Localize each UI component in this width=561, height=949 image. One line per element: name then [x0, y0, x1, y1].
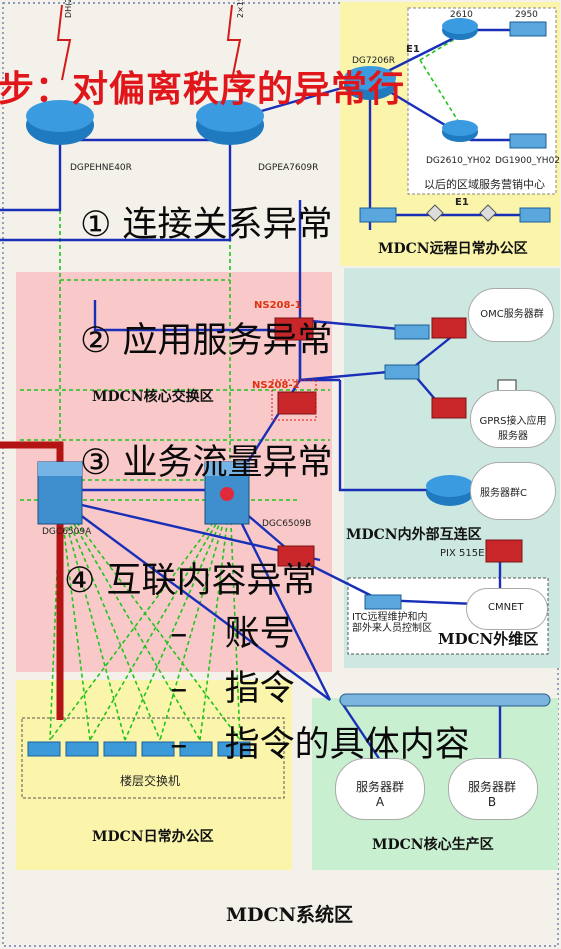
core-a-label: DGC6509A	[42, 527, 92, 537]
router-icon	[442, 120, 478, 142]
server-b-cloud	[448, 758, 538, 820]
router-left-label: DGPEHNE40R	[70, 163, 132, 173]
floor-switch-icon	[27, 741, 251, 757]
cmnet-label: CMNET	[488, 602, 524, 613]
server-c-label: 服务器群C	[480, 488, 527, 499]
bullet-2: ② 应用服务异常	[80, 312, 333, 363]
sub-bullet-dash: –	[170, 614, 188, 654]
server-a-label: 服务器群A	[356, 780, 405, 809]
pix-label: PIX 515E	[440, 548, 485, 559]
gprs-cloud	[470, 390, 556, 448]
server-a-cloud	[335, 758, 425, 820]
router-icon	[442, 18, 478, 40]
bullet-number: ③	[80, 443, 112, 483]
system-zone-label: MDCN系统区	[226, 904, 353, 926]
core-production-label: MDCN核心生产区	[372, 837, 494, 853]
bullet-3: ③ 业务流量异常	[80, 434, 333, 485]
fw1-label: NS208-1	[254, 300, 302, 311]
core-b-label: DGC6509B	[262, 519, 312, 529]
modem-icon	[426, 204, 497, 222]
bullet-number: ②	[80, 321, 112, 361]
omc-label: OMC服务器群	[480, 309, 544, 320]
dg1900-label: DG1900_YH02	[495, 156, 561, 166]
marketing-center-label: 以后的区域服务营销中心	[424, 178, 545, 191]
sub-bullet-text: 指令	[224, 669, 295, 709]
sub-bullet-dash: –	[170, 725, 188, 765]
maintenance-zone-label: MDCN外维区	[438, 630, 539, 648]
daily-office-label: MDCN日常办公区	[92, 829, 214, 845]
sub-bullet-3: – 指令的具体内容	[170, 716, 470, 767]
sub-bullet-2: – 指令	[170, 660, 295, 711]
bullet-4: ④ 互联内容异常	[64, 552, 317, 603]
cmnet-cloud	[466, 588, 548, 630]
link-left-label: DH(2×155M)	[64, 0, 73, 18]
router-top-label: DG7206R	[352, 56, 396, 66]
router-icon	[426, 475, 474, 506]
dg2610-label: DG2610_YH02	[426, 156, 492, 166]
server-b-label: 服务器群B	[468, 780, 517, 809]
sub-bullet-dash: –	[170, 669, 188, 709]
slide-title: 步：对偏离秩序的异常行	[0, 69, 406, 110]
bullet-text: 互联内容异常	[106, 561, 317, 601]
omc-cloud	[468, 288, 554, 342]
interconnect-label: MDCN内外部互连区	[346, 527, 482, 543]
maintenance-label: ITC远程维护和内部外来人员控制区	[352, 612, 432, 634]
core-switch-icon	[37, 461, 250, 525]
switch-icon	[359, 21, 551, 610]
bullet-text: 连接关系异常	[122, 205, 333, 245]
bullet-text: 业务流量异常	[122, 443, 333, 483]
switch-2610-label: 2610	[450, 10, 473, 20]
server-c-cloud	[470, 462, 556, 520]
bullet-text: 应用服务异常	[122, 321, 333, 361]
core-switch-label: MDCN核心交换区	[92, 389, 214, 405]
router-icon	[26, 100, 94, 145]
sub-bullet-text: 账号	[224, 614, 295, 654]
sub-bullet-text: 指令的具体内容	[224, 725, 470, 765]
sub-bullet-1: – 账号	[170, 605, 295, 656]
fw2-label: NS208-2	[252, 380, 300, 391]
e1-label: E1	[406, 44, 420, 55]
remote-office-label: MDCN远程日常办公区	[378, 241, 528, 257]
router-icon	[196, 100, 264, 145]
firewall-icon	[274, 317, 523, 567]
gprs-label: GPRS接入应用服务器	[479, 416, 547, 442]
bullet-number: ④	[64, 561, 96, 601]
floor-switch-label: 楼层交换机	[120, 774, 181, 788]
link-right-label: 2×155M	[236, 0, 245, 18]
e1-label: E1	[455, 197, 469, 208]
bullet-1: ① 连接关系异常	[80, 196, 333, 247]
bullet-number: ①	[80, 205, 112, 245]
router-right-label: DGPEA7609R	[258, 163, 319, 173]
router-icon	[344, 66, 396, 100]
switch-2950-label: 2950	[515, 10, 538, 20]
